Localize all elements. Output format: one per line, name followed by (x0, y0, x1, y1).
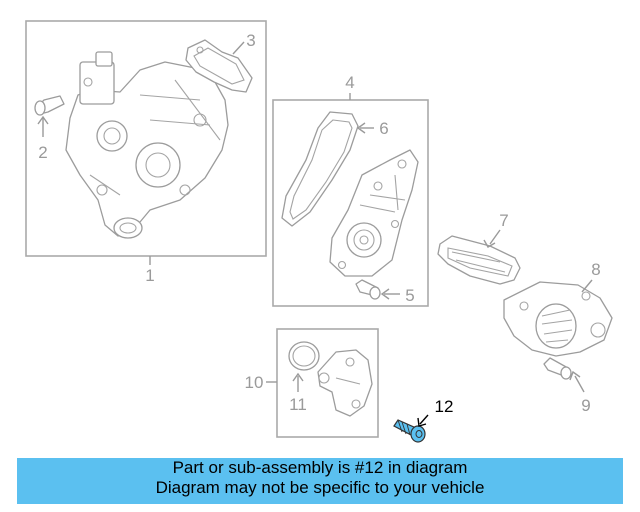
callout-4: 4 (345, 73, 354, 92)
gasket-3-part[interactable] (185, 39, 253, 93)
banner-line-disclaimer: Diagram may not be specific to your vehi… (155, 478, 485, 497)
callout-11: 11 (289, 395, 307, 414)
bolt-5-part[interactable] (355, 279, 381, 300)
seal-6-part[interactable] (281, 111, 359, 227)
bolt-2-part[interactable] (34, 95, 65, 116)
callout-1: 1 (145, 266, 154, 285)
bolt-12-part[interactable] (393, 419, 426, 443)
o-ring-11-part[interactable] (288, 341, 320, 371)
leader-8 (581, 279, 593, 293)
leader-12-arrow (417, 417, 427, 427)
leader-6-arrow (356, 122, 366, 134)
thermostat-7-part[interactable] (437, 235, 521, 285)
callout-3: 3 (246, 31, 255, 50)
pump-housing-part[interactable] (65, 51, 229, 239)
assembly-1-group (25, 20, 267, 265)
leader-12 (419, 414, 429, 425)
leader-11-arrow (292, 372, 304, 382)
leader-2-arrow (37, 115, 49, 125)
bolt-9-part[interactable] (543, 357, 572, 380)
assembly-10-group (266, 328, 379, 438)
callout-9: 9 (581, 396, 590, 415)
assembly-4-group (272, 93, 429, 307)
outlet-flange-part[interactable] (317, 349, 373, 417)
housing-cover-8-part[interactable] (503, 281, 613, 357)
leader-3 (232, 41, 245, 55)
assembly-10-box (276, 328, 379, 438)
leader-7 (489, 229, 501, 245)
callout-2: 2 (38, 143, 47, 162)
callout-7: 7 (499, 211, 508, 230)
leader-9 (574, 375, 585, 393)
leader-9-arrow (569, 370, 581, 381)
callout-8: 8 (591, 260, 600, 279)
info-banner: Part or sub-assembly is #12 in diagram D… (17, 458, 623, 504)
callout-6: 6 (379, 119, 388, 138)
leader-7-arrow (483, 239, 496, 248)
callout-12: 12 (435, 397, 454, 416)
leader-5-arrow (380, 288, 390, 300)
banner-line-part-number: Part or sub-assembly is #12 in diagram (172, 458, 468, 477)
callout-5: 5 (405, 286, 414, 305)
water-pump-part[interactable] (329, 149, 419, 277)
assembly-1-box (25, 20, 267, 257)
callout-10: 10 (245, 373, 264, 392)
